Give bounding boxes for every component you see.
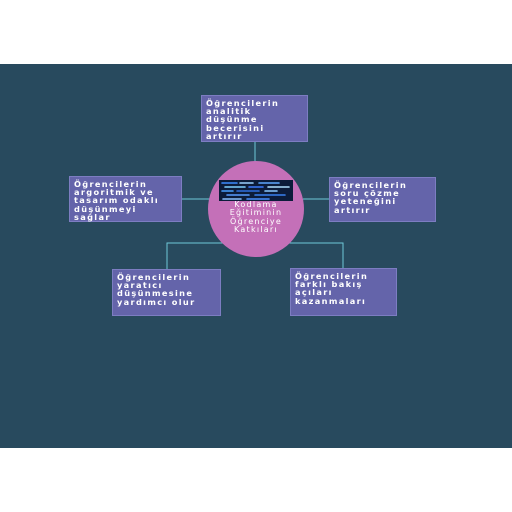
node-problem-solving: Öğrencilerin soru çözme yeteneğini artır…: [329, 177, 436, 222]
node-creative-thinking: Öğrencilerin yaratıcı düşünmesine yardım…: [112, 269, 221, 316]
node-algorithmic-thinking: Öğrencilerin argoritmik ve tasarım odakl…: [69, 176, 182, 222]
center-node: [208, 161, 304, 257]
center-label: Kodlama Eğitiminin Öğrenciye Katkıları: [229, 200, 283, 235]
code-screen-icon: [219, 180, 293, 201]
node-analytic-thinking: Öğrencilerin analitik düşünme becerisini…: [201, 95, 308, 142]
node-different-perspectives: Öğrencilerin farklı bakış açıları kazanm…: [290, 268, 397, 316]
